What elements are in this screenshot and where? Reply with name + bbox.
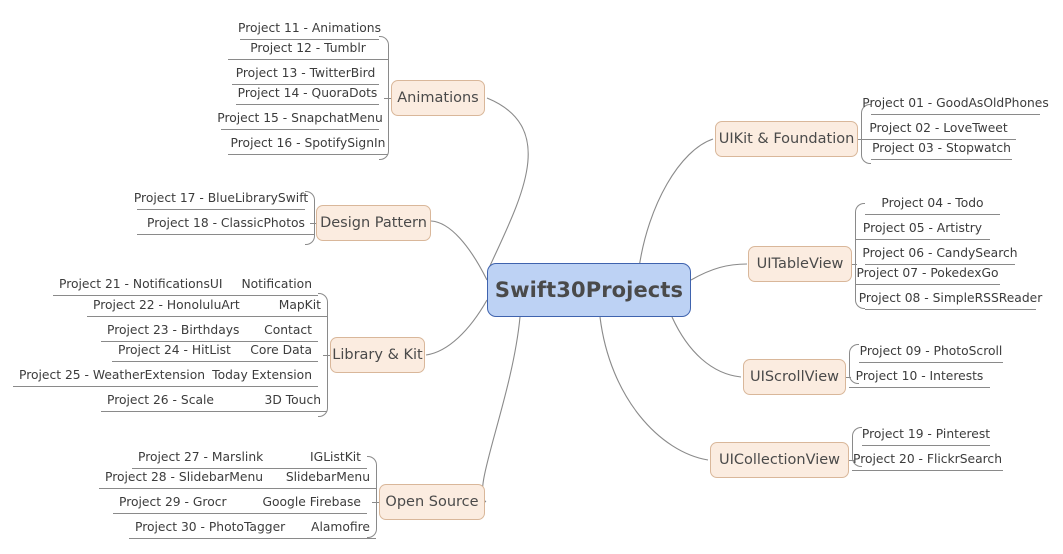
leaf-title: Project 30 - PhotoTagger: [135, 520, 286, 534]
leaf-row[interactable]: Project 03 - Stopwatch: [871, 138, 1012, 160]
leaf-title: Project 24 - HitList: [118, 343, 231, 357]
leaf-row[interactable]: Project 21 - NotificationsUI Notification: [53, 274, 318, 296]
leaf-title: Project 13 - TwitterBird: [235, 66, 376, 80]
leaf-framework: SlidebarMenu: [285, 470, 370, 484]
connector-uikit-foundation: [638, 138, 714, 269]
leaf-row[interactable]: Project 07 - PokedexGo: [855, 263, 1000, 285]
leaf-row[interactable]: Project 15 - SnapchatMenu: [217, 108, 383, 130]
leaf-framework: Today Extension: [212, 368, 312, 382]
leaf-title: Project 19 - Pinterest: [861, 427, 991, 441]
leaf-row[interactable]: Project 13 - TwitterBird: [232, 63, 379, 85]
leaf-framework: Contact: [264, 323, 312, 337]
leaf-row[interactable]: Project 25 - WeatherExtension Today Exten…: [13, 365, 318, 387]
connector-design-pattern: [430, 220, 488, 281]
stub-uikit-foundation: [855, 139, 863, 140]
leaf-title: Project 02 - LoveTweet: [869, 121, 1008, 135]
connector-uitableview: [690, 263, 748, 281]
leaf-row[interactable]: Project 28 - SlidebarMenu SlidebarMenu: [99, 467, 376, 489]
connector-uiscrollview: [671, 316, 742, 378]
leaf-row[interactable]: Project 29 - Grocr Google Firebase: [113, 492, 367, 514]
leaf-title: Project 01 - GoodAsOldPhones: [862, 96, 1049, 110]
leaf-row[interactable]: Project 23 - Birthdays Contact: [101, 320, 318, 342]
leaf-framework: Core Data: [250, 343, 312, 357]
stub-design-pattern: [310, 223, 318, 224]
connector-open-source: [481, 316, 521, 503]
leaf-row[interactable]: Project 02 - LoveTweet: [861, 118, 1016, 140]
leaf-title: Project 14 - QuoraDots: [237, 86, 378, 100]
leaf-framework: Alamofire: [311, 520, 370, 534]
leaf-row[interactable]: Project 11 - Animations: [238, 18, 381, 40]
leaf-framework: 3D Touch: [264, 393, 322, 407]
branch-node-uicollectionview[interactable]: UICollectionView: [710, 442, 849, 478]
leaf-title: Project 18 - ClassicPhotos: [147, 216, 305, 230]
leaf-row[interactable]: Project 20 - FlickrSearch: [852, 449, 1003, 471]
branch-node-design-pattern[interactable]: Design Pattern: [316, 205, 431, 241]
leaf-title: Project 12 - Tumblr: [250, 41, 366, 55]
leaf-row[interactable]: Project 06 - CandySearch: [862, 243, 1018, 265]
leaf-title: Project 23 - Birthdays: [107, 323, 240, 337]
leaf-title: Project 15 - SnapchatMenu: [217, 111, 383, 125]
leaf-row[interactable]: Project 08 - SimpleRSSReader: [859, 288, 1042, 310]
stub-library-kit: [323, 355, 333, 356]
leaf-row[interactable]: Project 26 - Scale 3D Touch: [101, 390, 327, 412]
leaf-title: Project 05 - Artistry: [862, 221, 983, 235]
leaf-title: Project 06 - CandySearch: [862, 246, 1018, 260]
branch-node-uikit-foundation[interactable]: UIKit & Foundation: [715, 121, 858, 157]
leaf-row[interactable]: Project 04 - Todo: [865, 193, 1000, 215]
leaf-title: Project 16 - SpotifySignIn: [230, 136, 386, 150]
leaf-framework: Google Firebase: [262, 495, 361, 509]
leaf-title: Project 11 - Animations: [238, 21, 381, 35]
leaf-row[interactable]: Project 09 - PhotoScroll: [859, 341, 1003, 363]
stub-uitableview: [849, 264, 857, 265]
leaf-title: Project 20 - FlickrSearch: [853, 452, 1002, 466]
leaf-title: Project 28 - SlidebarMenu: [105, 470, 264, 484]
connector-library-kit: [425, 299, 488, 356]
leaf-row[interactable]: Project 22 - HonoluluArt MapKit: [87, 295, 327, 317]
leaf-title: Project 04 - Todo: [881, 196, 984, 210]
leaf-title: Project 29 - Grocr: [119, 495, 227, 509]
leaf-framework: MapKit: [278, 298, 321, 312]
connector-animations: [486, 97, 529, 269]
leaf-row[interactable]: Project 27 - Marslink IGListKit: [132, 447, 367, 469]
leaf-title: Project 08 - SimpleRSSReader: [858, 291, 1043, 305]
leaf-framework: IGListKit: [310, 450, 361, 464]
leaf-row[interactable]: Project 12 - Tumblr: [228, 38, 388, 60]
root-node-swift30projects[interactable]: Swift30Projects: [487, 263, 691, 317]
branch-node-library-kit[interactable]: Library & Kit: [330, 337, 425, 373]
leaf-row[interactable]: Project 01 - GoodAsOldPhones: [862, 93, 1049, 115]
stub-open-source: [372, 502, 382, 503]
leaf-title: Project 25 - WeatherExtension: [19, 368, 206, 382]
branch-node-open-source[interactable]: Open Source: [379, 484, 485, 520]
leaf-title: Project 22 - HonoluluArt: [93, 298, 240, 312]
leaf-framework: Notification: [241, 277, 312, 291]
leaf-row[interactable]: Project 14 - QuoraDots: [236, 83, 379, 105]
branch-node-animations[interactable]: Animations: [391, 80, 485, 116]
leaf-row[interactable]: Project 16 - SpotifySignIn: [228, 133, 388, 155]
leaf-title: Project 17 - BlueLibrarySwift: [133, 191, 309, 205]
leaf-title: Project 27 - Marslink: [138, 450, 264, 464]
leaf-title: Project 10 - Interests: [855, 369, 984, 383]
leaf-row[interactable]: Project 24 - HitList Core Data: [112, 340, 318, 362]
leaf-row[interactable]: Project 18 - ClassicPhotos: [137, 213, 315, 235]
leaf-row[interactable]: Project 05 - Artistry: [855, 218, 990, 240]
leaf-row[interactable]: Project 19 - Pinterest: [862, 424, 990, 446]
leaf-title: Project 09 - PhotoScroll: [859, 344, 1003, 358]
leaf-row[interactable]: Project 10 - Interests: [849, 366, 990, 388]
stub-uiscrollview: [843, 377, 851, 378]
branch-node-uitableview[interactable]: UITableView: [748, 246, 852, 282]
leaf-title: Project 03 - Stopwatch: [872, 141, 1011, 155]
leaf-row[interactable]: Project 17 - BlueLibrarySwift: [133, 188, 309, 210]
leaf-row[interactable]: Project 30 - PhotoTagger Alamofire: [129, 517, 376, 539]
connector-uicollectionview: [599, 316, 709, 461]
stub-uicollectionview: [846, 460, 854, 461]
branch-node-uiscrollview[interactable]: UIScrollView: [743, 359, 846, 395]
leaf-title: Project 07 - PokedexGo: [856, 266, 999, 280]
leaf-title: Project 21 - NotificationsUI: [59, 277, 223, 291]
stub-animations: [384, 98, 392, 99]
leaf-title: Project 26 - Scale: [107, 393, 214, 407]
